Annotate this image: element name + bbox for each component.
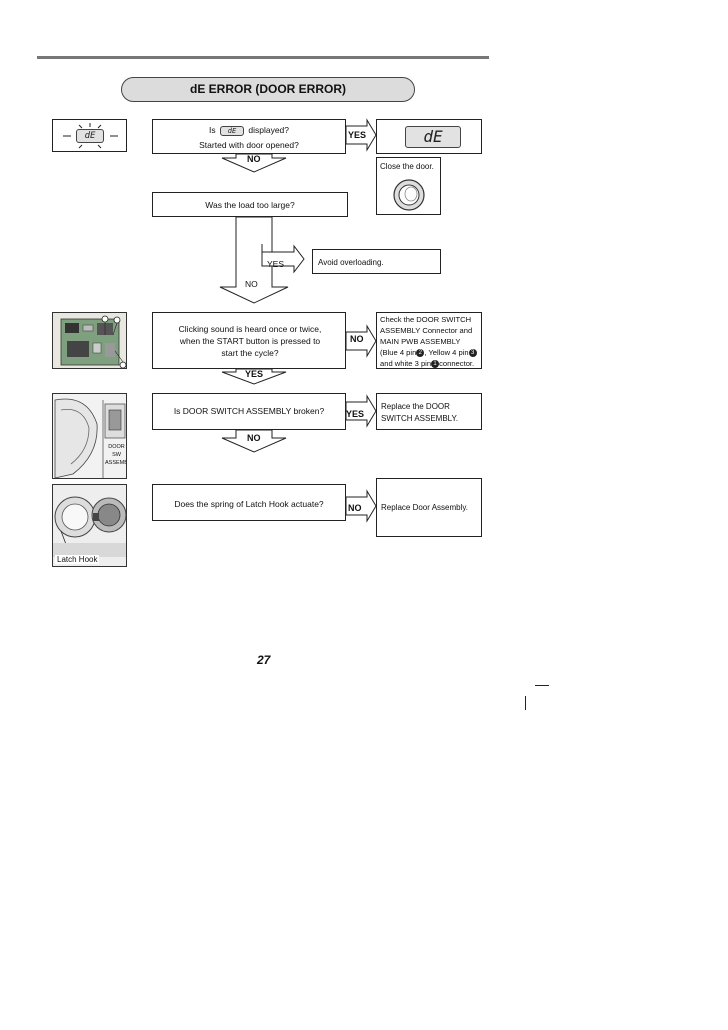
question-display-box: Is dE displayed? Started with door opene… — [152, 119, 346, 154]
question-display-line1: Is dE displayed? — [153, 124, 345, 136]
check-connector: connector. — [439, 359, 475, 368]
label-yes-q1: YES — [348, 130, 367, 140]
close-door-box: Close the door. — [376, 157, 441, 215]
display-result-box: dE — [376, 119, 482, 154]
question-latch-text: Does the spring of Latch Hook actuate? — [174, 499, 324, 509]
check-connector-box: Check the DOOR SWITCH ASSEMBLY Connector… — [376, 312, 482, 369]
page-title-text: dE ERROR (DOOR ERROR) — [190, 82, 346, 96]
door-switch-photo: DOOR SW ASSEMBLY — [52, 393, 127, 479]
check-white: and white 3 pin — [380, 359, 432, 368]
top-rule — [37, 56, 489, 59]
replace-door-box: Replace Door Assembly. — [376, 478, 482, 537]
check-line-3: MAIN PWB ASSEMBLY — [380, 337, 461, 346]
label-yes-q4: YES — [346, 409, 365, 419]
avoid-overloading-text: Avoid overloading. — [318, 258, 384, 267]
avoid-overloading-box: Avoid overloading. — [312, 249, 441, 274]
door-switch-label-1: DOOR SW — [108, 444, 125, 458]
question-display-displayed: displayed? — [248, 125, 289, 135]
replace-switch-box: Replace the DOOR SWITCH ASSEMBLY. — [376, 393, 482, 430]
blink-rays-icon — [63, 123, 118, 149]
label-no-q5: NO — [348, 503, 362, 513]
pcb-board-icon — [60, 315, 126, 368]
check-line-1: Check the DOOR SWITCH — [380, 315, 472, 324]
connector-marker-3: 3 — [468, 349, 477, 357]
question-switch-text: Is DOOR SWITCH ASSEMBLY broken? — [173, 406, 325, 416]
replace-switch-text: Replace the DOOR SWITCH ASSEMBLY. — [381, 402, 459, 423]
door-switch-label-2: ASSEMBLY — [105, 460, 126, 466]
connector-marker-2: 2 — [416, 349, 425, 357]
question-latch-box: Does the spring of Latch Hook actuate? — [152, 484, 346, 521]
crop-mark-v — [525, 696, 526, 710]
question-clicking-box: Clicking sound is heard once or twice, w… — [152, 312, 346, 369]
check-blue: (Blue 4 pin — [380, 348, 417, 357]
question-clicking-text: Clicking sound is heard once or twice, w… — [178, 324, 322, 358]
blinking-lcd: dE — [76, 129, 104, 143]
check-connector-text: Check the DOOR SWITCH ASSEMBLY Connector… — [380, 314, 477, 369]
close-door-text: Close the door. — [380, 162, 434, 171]
door-switch-label: DOOR SW ASSEMBLY — [105, 443, 126, 467]
label-no-q2: NO — [245, 279, 258, 289]
blinking-lcd-code: dE — [84, 131, 96, 141]
check-yellow: , Yellow 4 pin — [424, 348, 469, 357]
question-display-is: Is — [208, 125, 216, 135]
result-lcd: dE — [405, 126, 461, 148]
check-line-2: ASSEMBLY Connector and — [380, 326, 473, 335]
question-display-line2: Started with door opened? — [199, 140, 299, 150]
label-yes-q3: YES — [245, 369, 264, 379]
label-no-q3: NO — [350, 334, 364, 344]
connector-marker-1: 1 — [431, 360, 440, 368]
page-number: 27 — [257, 653, 271, 667]
latch-hook-icon — [53, 485, 126, 566]
question-load-text: Was the load too large? — [205, 200, 295, 210]
result-lcd-code: dE — [423, 127, 443, 146]
latch-hook-label: Latch Hook — [55, 555, 100, 564]
replace-door-text: Replace Door Assembly. — [381, 503, 468, 512]
question-load-box: Was the load too large? — [152, 192, 348, 217]
inline-lcd-code: dE — [227, 126, 237, 135]
label-no-q1: NO — [247, 154, 261, 164]
label-yes-q2: YES — [267, 259, 285, 269]
door-ring-icon — [393, 179, 425, 211]
pcb-photo — [52, 312, 127, 369]
blinking-display-panel: dE — [52, 119, 127, 152]
question-switch-box: Is DOOR SWITCH ASSEMBLY broken? — [152, 393, 346, 430]
latch-hook-photo: Latch Hook — [52, 484, 127, 567]
page-title: dE ERROR (DOOR ERROR) — [121, 77, 415, 102]
label-no-q4: NO — [247, 433, 261, 443]
inline-lcd: dE — [219, 125, 244, 136]
crop-mark-h — [535, 685, 549, 686]
door-switch-icon — [54, 398, 126, 478]
